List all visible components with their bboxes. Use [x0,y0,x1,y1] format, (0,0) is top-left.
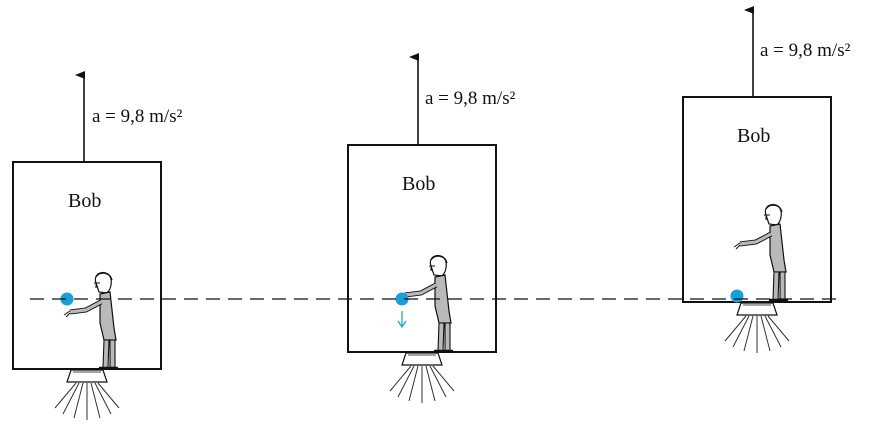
elevator-box [12,161,162,370]
thruster-icon [389,352,455,404]
ball-icon [730,289,744,303]
person-icon [399,255,453,351]
acceleration-label: a = 9,8 m/s² [425,88,516,109]
falling-arrow-icon [397,311,407,329]
person-name-label: Bob [68,190,101,212]
ball-icon [395,292,409,306]
acceleration-label: a = 9,8 m/s² [760,40,851,61]
frame-1: a = 9,8 m/s² Bob [12,71,183,421]
person-name-label: Bob [402,173,435,195]
frame-2: a = 9,8 m/s² Bob [347,53,516,404]
person-name-label: Bob [737,125,770,147]
frame-3: a = 9,8 m/s² Bob [682,6,851,354]
person-icon [734,204,788,300]
elevator-box [682,96,832,303]
acceleration-label: a = 9,8 m/s² [92,106,183,127]
ball-icon [60,292,74,306]
person-icon [64,272,118,368]
elevator-box [347,144,497,353]
thruster-icon [54,369,120,421]
thruster-icon [724,302,790,354]
